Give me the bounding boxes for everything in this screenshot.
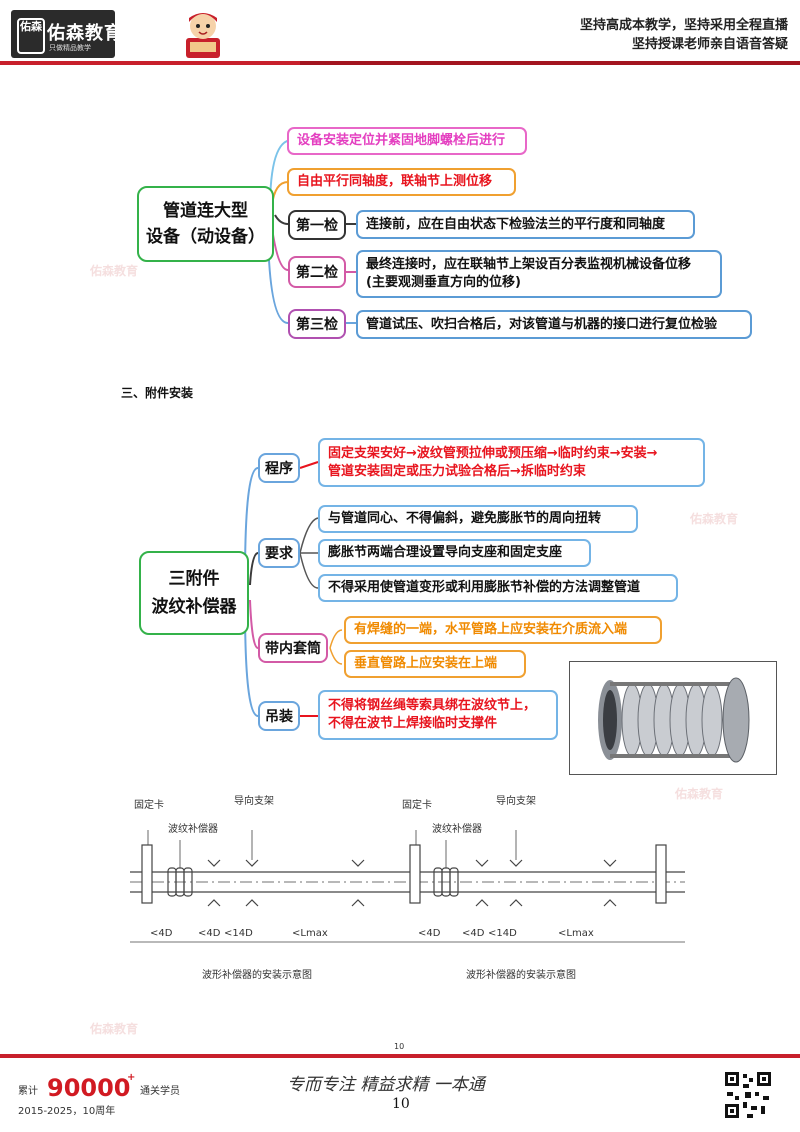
- third-check-label: 第三检: [288, 309, 346, 339]
- dim-14d-label-1: <14D: [224, 928, 253, 939]
- mindmap1-root: 管道连大型 设备（动设备）: [137, 186, 274, 262]
- footer-prefix: 累计: [18, 1086, 38, 1097]
- requirement-label: 要求: [258, 538, 300, 568]
- mindmap2-root-line-1: 三附件: [168, 569, 220, 589]
- handwritten-slogan: 专而专注 精益求精 一本通: [287, 1075, 485, 1095]
- mindmap2-root-line-2: 波纹补偿器: [151, 597, 237, 617]
- hoist-text: 不得将钢丝绳等索具绑在波纹节上， 不得在波节上焊接临时支撑件: [318, 690, 558, 740]
- requirement-item-2: 膨胀节两端合理设置导向支座和固定支座: [318, 539, 591, 567]
- footer-plus: +: [127, 1072, 136, 1083]
- dim-lmax-label-2: <Lmax: [558, 928, 594, 939]
- guide-support-label-2: 导向支架: [496, 794, 536, 807]
- logo: 佑森 佑森教育 只做精品教学: [11, 10, 122, 58]
- sleeve-item-2: 垂直管路上应安装在上端: [344, 650, 526, 678]
- mindmap2-connectors: [244, 461, 343, 717]
- third-check-text: 管道试压、吹扫合格后，对该管道与机器的接口进行复位检验: [356, 310, 752, 339]
- first-check-label: 第一检: [288, 210, 346, 240]
- installation-drawing: 固定卡 导向支架 波纹补偿器 固定卡 导向支架 波纹补偿器 <4D <4D <1…: [130, 794, 685, 981]
- footer-count: 90000: [47, 1074, 131, 1102]
- watermark: 佑森教育: [90, 1022, 139, 1036]
- qr-code-icon: [723, 1070, 773, 1120]
- second-check-line-1: 最终连接时，应在联轴节上架设百分表监视机械设备位移: [366, 257, 692, 272]
- dim-4d-label-1: <4D: [150, 928, 173, 939]
- mindmap2-root: 三附件 波纹补偿器: [139, 551, 249, 635]
- mindmap1-item-1: 设备安装定位并紧固地脚螺栓后进行: [287, 127, 527, 155]
- watermark: 佑森教育: [90, 264, 139, 278]
- program-line-1: 固定支架安好→波纹管预拉伸或预压缩→临时约束→安装→: [328, 445, 658, 461]
- requirement-item-1: 与管道同心、不得偏斜，避免膨胀节的周向扭转: [318, 505, 638, 533]
- header-slogan-2: 坚持授课老师亲自语音答疑: [631, 37, 788, 52]
- hoist-line-2: 不得在波节上焊接临时支撑件: [328, 716, 498, 731]
- drawing-caption-2: 波形补偿器的安装示意图: [466, 968, 576, 981]
- logo-seal: 佑森: [17, 18, 45, 54]
- fixed-clamp-label-1: 固定卡: [134, 798, 164, 811]
- watermark: 佑森教育: [690, 512, 739, 526]
- small-page-number: 10: [394, 1042, 405, 1051]
- drawing-caption-1: 波形补偿器的安装示意图: [202, 968, 312, 981]
- guide-support-label-1: 导向支架: [234, 794, 274, 807]
- page-number: 10: [392, 1096, 410, 1112]
- hoist-label: 吊装: [258, 701, 300, 731]
- sleeve-label: 带内套筒: [258, 633, 328, 663]
- watermark: 佑森教育: [675, 787, 724, 801]
- footer-divider: [0, 1054, 800, 1058]
- dim-lmax-label-1: <Lmax: [292, 928, 328, 939]
- mascot-icon: [186, 13, 220, 58]
- program-line-2: 管道安装固定或压力试验合格后→拆临时约束: [328, 463, 586, 479]
- bellows-compensator-photo: [569, 661, 777, 775]
- first-check-text: 连接前，应在自由状态下检验法兰的平行度和同轴度: [356, 210, 695, 239]
- dim-14d-label-2: <14D: [488, 928, 517, 939]
- logo-name: 佑森教育: [47, 23, 123, 44]
- dim-4d-label-4: <4D: [462, 928, 485, 939]
- program-text: 固定支架安好→波纹管预拉伸或预压缩→临时约束→安装→ 管道安装固定或压力试验合格…: [318, 438, 705, 487]
- second-check-line-2: (主要观测垂直方向的位移): [366, 275, 521, 290]
- footer-years: 2015-2025，10周年: [18, 1106, 116, 1117]
- header-slogan-1: 坚持高成本教学，坚持采用全程直播: [579, 18, 788, 33]
- footer-suffix: 通关学员: [140, 1086, 180, 1097]
- compensator-label-1: 波纹补偿器: [168, 822, 218, 835]
- compensator-label-2: 波纹补偿器: [432, 822, 482, 835]
- hoist-line-1: 不得将钢丝绳等索具绑在波纹节上，: [328, 698, 537, 713]
- program-label: 程序: [258, 453, 300, 483]
- dim-4d-label-2: <4D: [198, 928, 221, 939]
- second-check-text: 最终连接时，应在联轴节上架设百分表监视机械设备位移 (主要观测垂直方向的位移): [356, 250, 722, 298]
- logo-slogan: 只做精品教学: [49, 44, 91, 52]
- dim-4d-label-3: <4D: [418, 928, 441, 939]
- requirement-item-3: 不得采用使管道变形或利用膨胀节补偿的方法调整管道: [318, 574, 678, 602]
- mindmap1-item-2: 自由平行同轴度，联轴节上测位移: [287, 168, 516, 196]
- sleeve-item-1: 有焊缝的一端，水平管路上应安装在介质流入端: [344, 616, 662, 644]
- fixed-clamp-label-2: 固定卡: [402, 798, 432, 811]
- header-divider-dark: [300, 61, 800, 65]
- section-title: 三、附件安装: [121, 386, 194, 400]
- second-check-label: 第二检: [288, 256, 346, 288]
